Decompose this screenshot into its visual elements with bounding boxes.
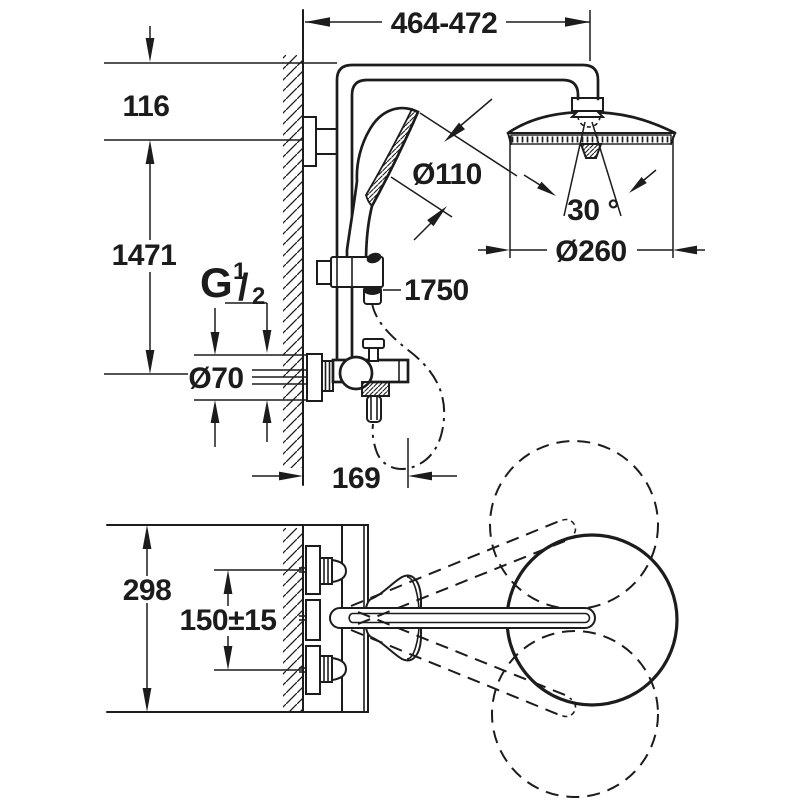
valve-union-nut — [321, 360, 334, 392]
wall-bracket — [302, 116, 338, 167]
dim-head-diameter-label: Ø260 — [555, 235, 626, 268]
dim-escutcheon-diameter-label: Ø70 — [188, 362, 243, 395]
dim-hand-diameter: Ø110 — [390, 98, 518, 241]
dim-hand-diameter-label: Ø110 — [412, 158, 482, 191]
upper-union-nut — [319, 557, 333, 585]
swivel-arm-up — [350, 518, 577, 625]
dim-hose-length: 1750 — [383, 274, 469, 307]
dim-top-width: 464-472 — [305, 7, 591, 61]
mixer-valve — [252, 338, 410, 423]
hose-outlet-nut — [361, 381, 390, 397]
dim-total-height: 1471 — [104, 140, 188, 375]
lower-union-nut — [319, 655, 333, 683]
dim-top-width-label: 464-472 — [391, 7, 498, 40]
dim-hose-length-label: 1750 — [404, 274, 469, 307]
dim-connection-spacing: 150±15 — [180, 569, 303, 671]
head-spray-band — [510, 134, 672, 145]
diverter-knob — [362, 338, 385, 349]
thread-slash: / — [238, 267, 249, 309]
hose-outlet-tube — [366, 395, 382, 423]
lower-union-dome — [331, 656, 348, 682]
slider-holder — [316, 252, 384, 305]
spray-line-left — [563, 121, 586, 217]
dim-head-diameter: Ø260 — [478, 136, 705, 268]
ball-joint-dashed — [577, 115, 601, 128]
dim-connection-spacing-label: 150±15 — [180, 604, 277, 637]
wall-hatch — [283, 55, 303, 468]
hand-shower-face — [365, 107, 420, 208]
dim-spray-angle-label: 30 ° — [567, 194, 619, 227]
top-view: 298 150±15 — [106, 440, 679, 798]
top-view-mixer — [299, 524, 369, 713]
dim-thread: G 1 / 2 — [200, 258, 272, 442]
valve-escutcheon — [306, 353, 323, 402]
thread-prefix: G — [200, 259, 233, 306]
thread-numerator: 1 — [233, 258, 246, 285]
thread-denominator: 2 — [252, 283, 265, 310]
head-ball-joint — [579, 143, 603, 159]
dim-escutcheon-diameter: Ø70 — [188, 308, 308, 447]
head-shower — [506, 97, 677, 217]
swivel-arm-down — [350, 611, 577, 718]
dim-wall-offset-label: 116 — [123, 90, 170, 123]
dim-total-height-label: 1471 — [112, 239, 177, 272]
spray-line-right — [591, 121, 622, 217]
wall-section — [283, 9, 304, 486]
center-block — [305, 599, 321, 641]
hand-shower — [345, 106, 420, 265]
hand-shower-grip-end — [366, 252, 382, 264]
dim-projection: 169 — [252, 438, 457, 495]
head-flare — [569, 110, 606, 118]
swivel-circle-down — [491, 630, 659, 798]
dim-base-height-label: 298 — [123, 574, 172, 607]
dim-base-height: 298 — [123, 525, 172, 712]
dim-projection-label: 169 — [332, 462, 381, 495]
dim-wall-offset: 116 — [104, 26, 337, 141]
shower-hose — [371, 302, 446, 470]
shower-arm-top-view — [329, 607, 596, 629]
shower-pipe — [335, 63, 600, 366]
upper-union-dome — [331, 558, 348, 584]
front-view: 464-472 116 1471 — [104, 7, 705, 495]
wall-hatch-top-view — [283, 528, 303, 712]
lower-escutcheon — [305, 645, 321, 695]
connection-ticks — [299, 567, 306, 673]
top-view-wall — [283, 524, 304, 713]
upper-escutcheon — [305, 545, 321, 595]
dim-spray-angle: 30 ° — [523, 169, 657, 227]
